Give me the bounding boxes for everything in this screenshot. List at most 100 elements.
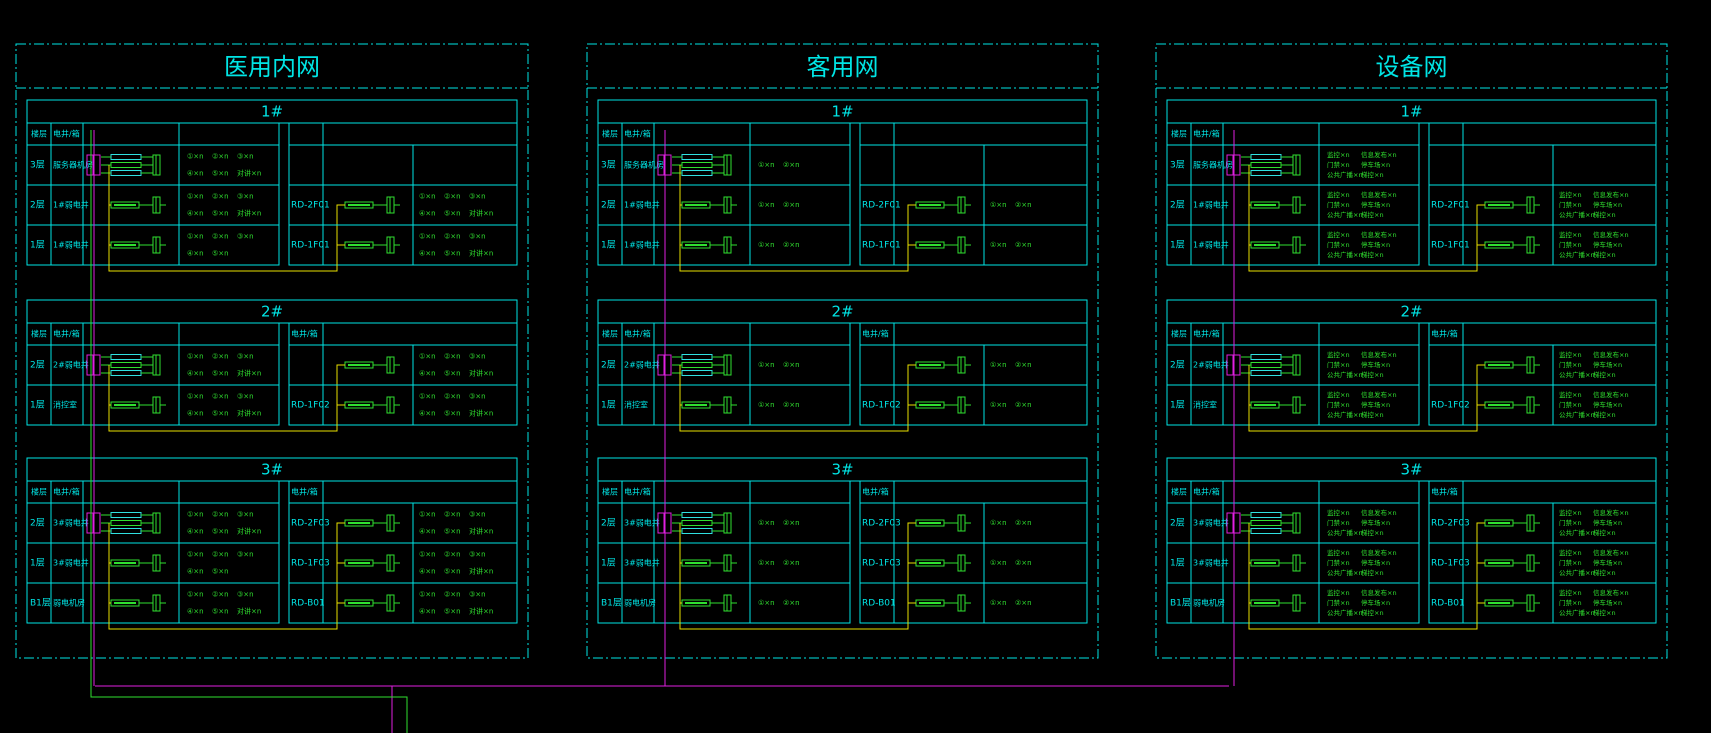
left-port-label: ①×n [187,233,204,241]
left-table [26,480,280,624]
left-port-label: 对讲×n [237,209,261,218]
left-table [597,322,851,426]
left-port-label: ①×n [758,559,775,567]
right-port-label: 监控×n [1559,350,1582,359]
left-port-label: ①×n [187,511,204,519]
building-label: 2# [261,303,283,321]
right-port-label: 门禁×n [1559,400,1582,409]
left-port-label: ②×n [783,241,800,249]
room-label: 弱电机房 [53,598,85,608]
left-port-label: ⑤×n [212,410,229,418]
right-port-label: 信息发布×n [1593,350,1629,359]
core-core-bar-1 [681,362,713,368]
left-port-label: 信息发布×n [1361,588,1397,597]
header-room: 电井/箱 [1193,129,1220,139]
right-port-label: 门禁×n [1559,518,1582,527]
building-label: 2# [1400,303,1422,321]
right-port-label: 门禁×n [1559,240,1582,249]
building-label: 1# [261,103,283,121]
right-port-label: 信息发布×n [1593,190,1629,199]
right-port-label: ④×n [419,410,436,418]
header-room: 电井/箱 [53,329,80,339]
left-port-label: ②×n [783,401,800,409]
core-core-bar-1 [110,162,142,168]
left-port-label: ①×n [758,401,775,409]
right-port-label: ⑤×n [444,608,461,616]
right-port-label: 门禁×n [1559,200,1582,209]
left-port-label: 公共广播×n [1327,528,1363,537]
floor-label: 3层 [601,160,616,171]
right-port-label: ②×n [1015,361,1032,369]
core-core-bar-1 [1250,362,1282,368]
left-port-label: 梯控×n [1361,250,1384,259]
left-port-label: 梯控×n [1361,210,1384,219]
floor-label: B1层 [601,598,622,609]
room-label: 2#弱电井 [53,360,89,370]
core-rack-a [86,154,94,176]
header-floor: 楼层 [31,129,47,139]
right-port-label: 停车场×n [1593,598,1622,607]
right-port-label: 梯控×n [1593,210,1616,219]
room-label: 弱电机房 [624,598,656,608]
right-port-label: ②×n [1015,559,1032,567]
left-port-label: ④×n [187,370,204,378]
right-port-label: 公共广播×n [1559,608,1595,617]
left-port-label: ②×n [783,161,800,169]
building-label: 3# [1400,461,1422,479]
right-port-label: ③×n [469,591,486,599]
right-port-label: ⑤×n [444,410,461,418]
left-port-label: ③×n [237,193,254,201]
rd-label: RD-1F03 [1431,559,1470,569]
header-room: 电井/箱 [624,329,651,339]
rd-label: RD-1F03 [291,559,330,569]
floor-label: 1层 [601,558,616,569]
left-port-label: 停车场×n [1361,400,1390,409]
right-port-label: 信息发布×n [1593,588,1629,597]
core-rack-a [1226,354,1234,376]
right-port-label: ①×n [419,233,436,241]
right-port-label: 监控×n [1559,588,1582,597]
rd-label: RD-1F01 [1431,241,1470,251]
uplink-cable [108,602,345,630]
left-port-label: ④×n [187,250,204,258]
left-port-label: 监控×n [1327,150,1350,159]
core-core-bar-0 [681,354,713,360]
core-rack-a [86,354,94,376]
rd-label: RD-B01 [862,599,896,609]
left-port-label: 监控×n [1327,350,1350,359]
floor-label: 1层 [601,400,616,411]
left-port-label: 信息发布×n [1361,390,1397,399]
core-core-bar-0 [110,154,142,160]
left-port-label: 对讲×n [237,369,261,378]
core-core-bar-0 [1250,512,1282,518]
rd-label: RD-1F01 [291,241,330,251]
uplink-cable [1248,244,1485,272]
right-port-label: ④×n [419,528,436,536]
right-table [288,480,518,624]
room-label: 2#弱电井 [624,360,660,370]
uplink-cable [679,204,916,272]
left-port-label: 门禁×n [1327,160,1350,169]
right-port-label: ③×n [469,353,486,361]
left-port-label: ④×n [187,210,204,218]
left-port-label: 监控×n [1327,390,1350,399]
right-port-label: ③×n [469,193,486,201]
core-rack-b [93,354,101,376]
left-port-label: ⑤×n [212,170,229,178]
uplink-cable [679,562,916,630]
right-port-label: 信息发布×n [1593,390,1629,399]
left-port-label: ②×n [212,511,229,519]
room-label: 1#弱电井 [1193,200,1229,210]
core-rack-a [657,154,665,176]
left-port-label: 梯控×n [1361,608,1384,617]
core-core-bar-1 [1250,162,1282,168]
core-rack-b [1233,512,1241,534]
left-port-label: 信息发布×n [1361,230,1397,239]
building-label: 3# [261,461,283,479]
room-label: 服务器机房 [1193,160,1233,170]
right-port-label: 停车场×n [1593,200,1622,209]
right-port-label: 公共广播×n [1559,250,1595,259]
left-port-label: 停车场×n [1361,360,1390,369]
left-port-label: ①×n [758,519,775,527]
right-port-label: 梯控×n [1593,568,1616,577]
